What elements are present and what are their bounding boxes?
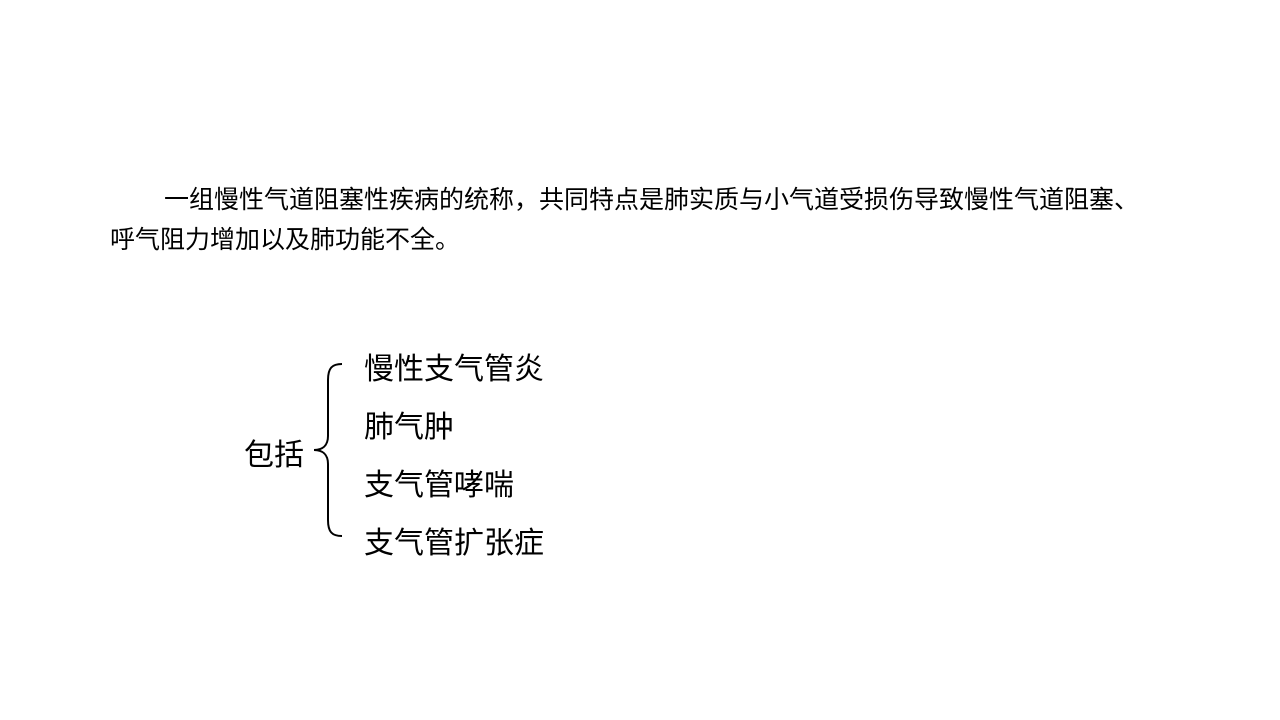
list-item: 支气管扩张症 bbox=[364, 526, 544, 561]
list-item: 肺气肿 bbox=[364, 410, 454, 445]
item-list: 慢性支气管炎 肺气肿 支气管哮喘 支气管扩张症 bbox=[364, 346, 544, 578]
group-label: 包括 bbox=[244, 438, 304, 473]
list-item: 慢性支气管炎 bbox=[364, 352, 544, 387]
definition-paragraph: 一组慢性气道阻塞性疾病的统称，共同特点是肺实质与小气道受损伤导致慢性气道阻塞、呼… bbox=[110, 185, 1140, 254]
list-item: 支气管哮喘 bbox=[364, 468, 514, 503]
curly-brace bbox=[313, 363, 343, 537]
